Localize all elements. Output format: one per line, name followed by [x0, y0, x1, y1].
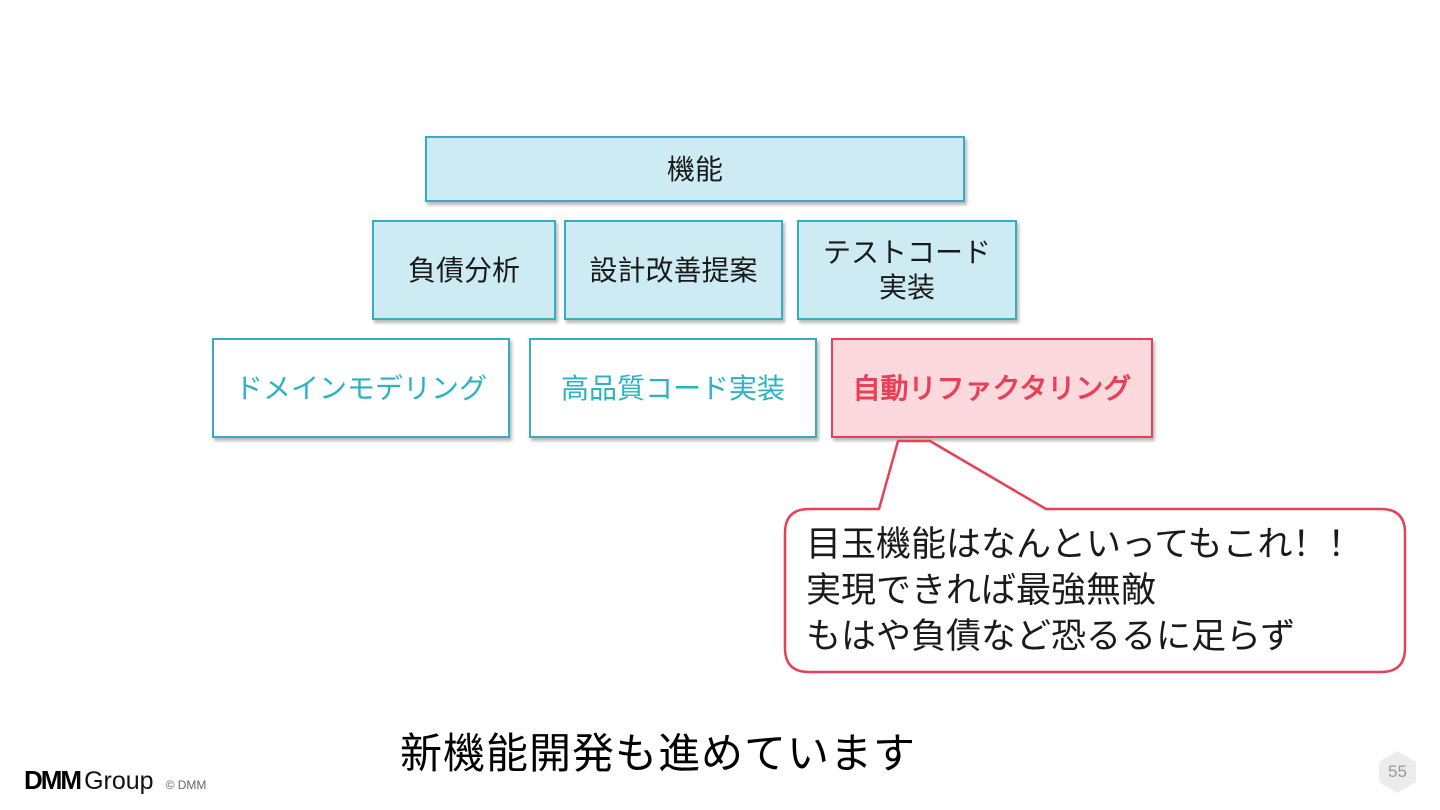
diagram-box-label: テストコード 実装	[822, 237, 991, 303]
slide-headline: 新機能開発も進めています	[400, 730, 917, 777]
footer: DMM Group © DMM	[24, 765, 206, 796]
diagram-box-label: 機能	[666, 153, 723, 185]
callout-text: 目玉機能はなんといってもこれ！！ 実現できれば最強無敵 もはや負債など恐るるに足…	[806, 522, 1391, 660]
diagram-box-label: ドメインモデリング	[234, 372, 487, 404]
diagram-box-test-code: テストコード 実装	[797, 220, 1017, 320]
diagram-box-debt-analysis: 負債分析	[372, 220, 556, 320]
callout-line: 目玉機能はなんといってもこれ！！	[806, 525, 1363, 564]
diagram-box-design-improvement: 設計改善提案	[564, 220, 783, 320]
diagram-box-quality-code: 高品質コード実装	[529, 338, 817, 438]
diagram-box-domain-modeling: ドメインモデリング	[212, 338, 510, 438]
dmm-logo-group-text: Group	[84, 767, 154, 795]
diagram-box-label: 負債分析	[407, 254, 520, 286]
diagram-box-auto-refactoring: 自動リファクタリング	[831, 338, 1153, 438]
callout-line: もはや負債など恐るるに足らず	[806, 617, 1296, 656]
page-number-badge: 55	[1379, 751, 1416, 793]
copyright-text: © DMM	[165, 778, 207, 792]
page-number: 55	[1388, 762, 1407, 781]
diagram-box-root-feature: 機能	[425, 136, 965, 202]
dmm-logo: DMM	[24, 765, 82, 795]
diagram-box-label: 設計改善提案	[589, 254, 758, 286]
diagram-box-label: 自動リファクタリング	[852, 372, 1132, 404]
callout-line: 実現できれば最強無敵	[806, 571, 1157, 610]
diagram-box-label: 高品質コード実装	[560, 372, 785, 404]
